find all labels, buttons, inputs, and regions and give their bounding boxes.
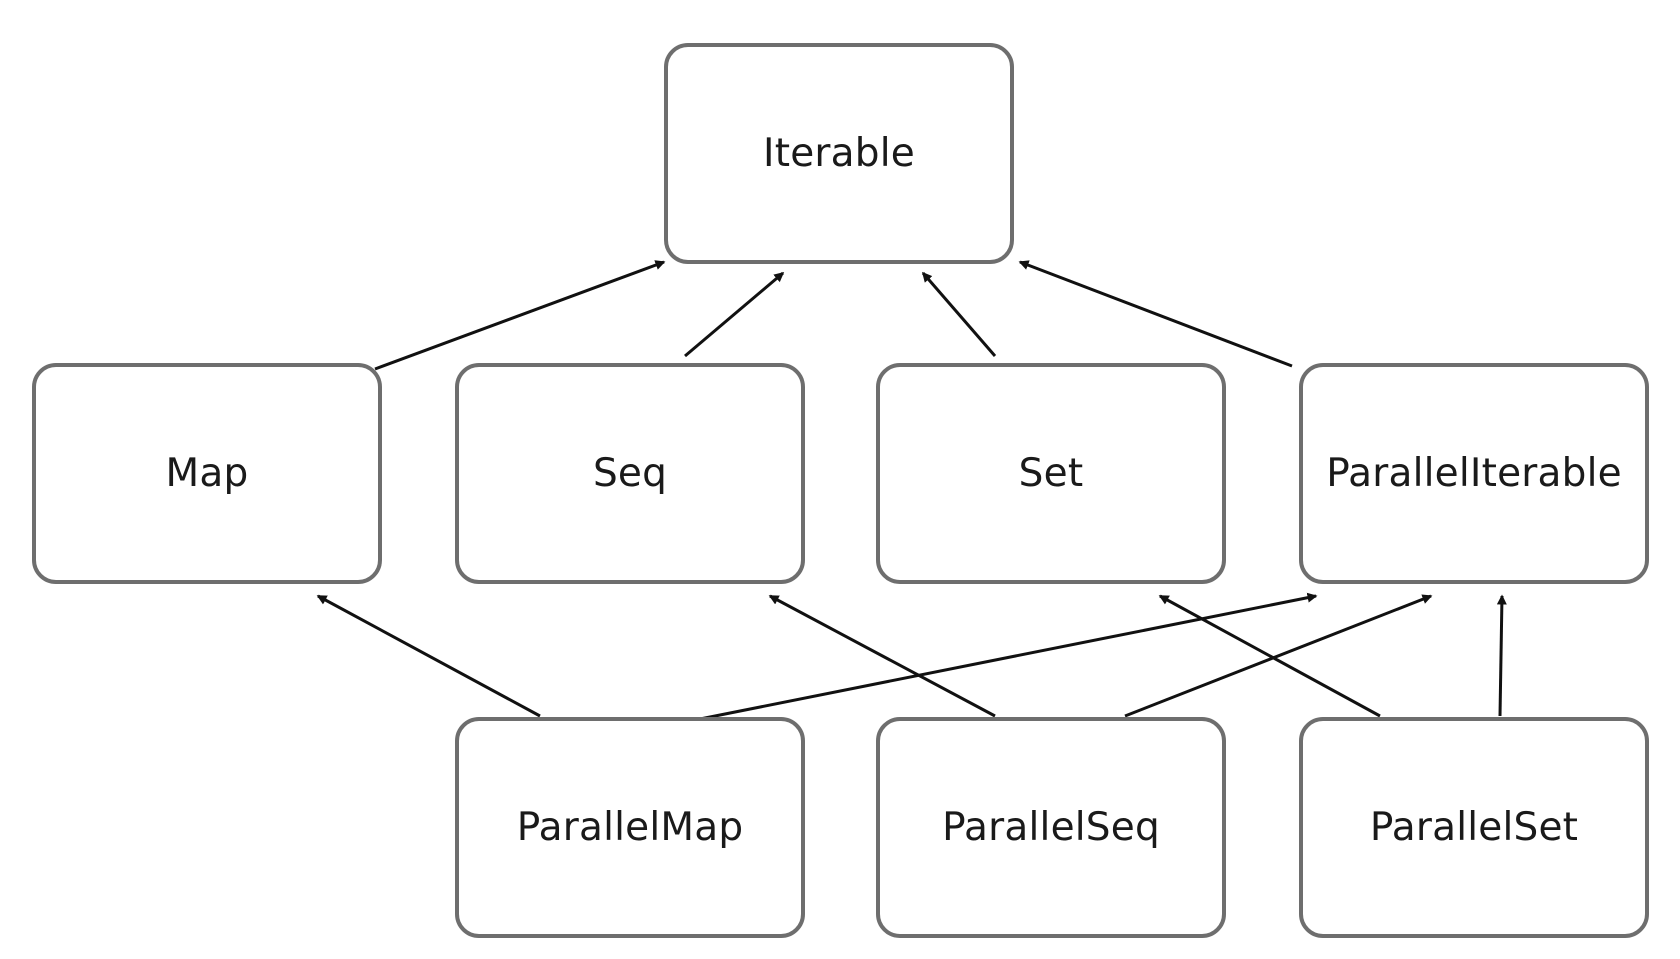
node-seq-label: Seq bbox=[592, 451, 668, 496]
arrow-parallel-seq-to-seq bbox=[768, 594, 996, 718]
arrow-map-to-iterable bbox=[374, 260, 666, 371]
node-set: Set bbox=[876, 363, 1226, 584]
arrow-parallel-iterable-to-iterable bbox=[1018, 260, 1293, 368]
arrow-parallel-set-to-parallel-iterable bbox=[1496, 594, 1507, 717]
arrow-parallel-map-to-parallel-iterable bbox=[699, 592, 1318, 721]
arrow-parallel-map-to-map bbox=[316, 594, 541, 718]
node-parallel-iterable: ParallelIterable bbox=[1299, 363, 1649, 584]
node-iterable: Iterable bbox=[664, 43, 1014, 264]
node-iterable-label: Iterable bbox=[763, 131, 915, 176]
node-parallel-iterable-label: ParallelIterable bbox=[1326, 451, 1622, 496]
node-parallel-seq-label: ParallelSeq bbox=[942, 805, 1160, 850]
node-parallel-seq: ParallelSeq bbox=[876, 717, 1226, 938]
node-map: Map bbox=[32, 363, 382, 584]
node-parallel-map: ParallelMap bbox=[455, 717, 805, 938]
arrow-parallel-seq-to-parallel-iterable bbox=[1124, 594, 1433, 718]
node-seq: Seq bbox=[455, 363, 805, 584]
arrow-seq-to-iterable bbox=[684, 271, 785, 358]
node-set-label: Set bbox=[1018, 451, 1084, 496]
node-parallel-set-label: ParallelSet bbox=[1369, 805, 1579, 850]
node-parallel-set: ParallelSet bbox=[1299, 717, 1649, 938]
node-map-label: Map bbox=[165, 451, 249, 496]
arrow-set-to-iterable bbox=[921, 271, 997, 357]
node-parallel-map-label: ParallelMap bbox=[516, 805, 744, 850]
arrow-parallel-set-to-set bbox=[1158, 594, 1381, 718]
